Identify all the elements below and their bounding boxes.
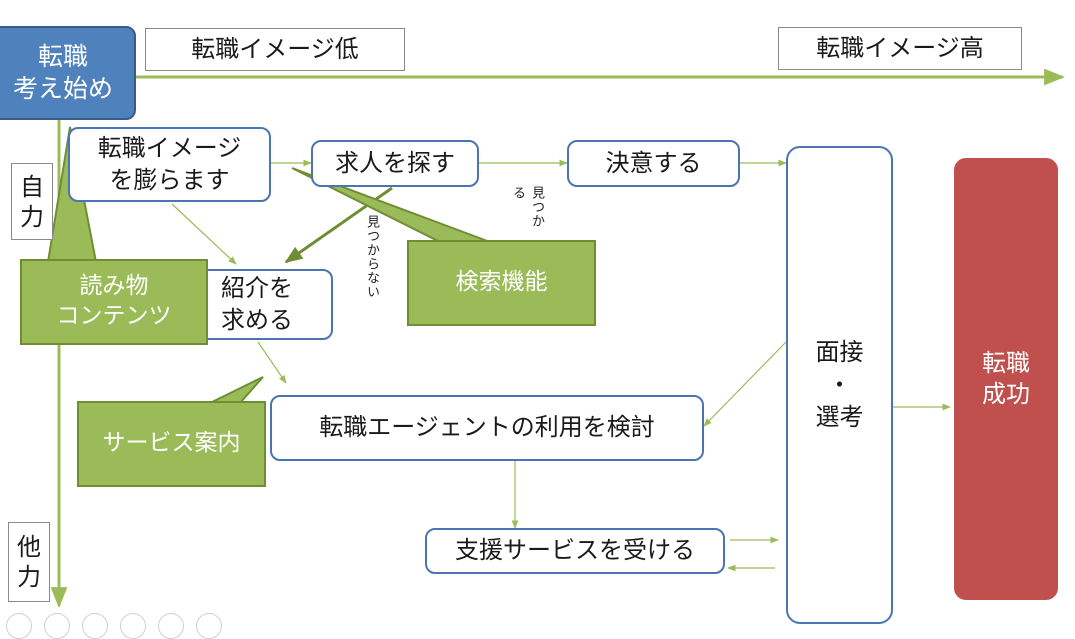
arrow-imagine-referral (171, 203, 237, 265)
step-decide: 決意する (567, 140, 740, 187)
pen-icon[interactable] (82, 613, 108, 639)
step-success: 転職 成功 (954, 158, 1058, 600)
grid-icon[interactable] (120, 613, 146, 639)
branch-label-found: 見つかる (510, 186, 544, 228)
self-power-label: 自 力 (11, 163, 53, 240)
arrow-referral-agent (257, 341, 287, 384)
step-agent: 転職エージェントの利用を検討 (270, 395, 704, 461)
callout-search-feature: 検索機能 (407, 240, 596, 326)
pointer-icon[interactable] (6, 613, 32, 639)
step-imagine: 転職イメージ を膨らます (68, 127, 271, 202)
step-interview: 面接 ・ 選考 (786, 146, 893, 624)
step-support: 支援サービスを受ける (425, 528, 725, 574)
arrow-interview-agent (703, 341, 787, 427)
service-callout-tail (209, 376, 264, 404)
start-node: 転職 考え始め (0, 26, 136, 120)
axis-high-label: 転職イメージ高 (778, 27, 1022, 70)
callout-reading-content: 読み物 コンテンツ (20, 259, 208, 345)
other-power-label: 他 力 (8, 522, 50, 602)
axis-low-label: 転職イメージ低 (145, 28, 405, 71)
play-icon[interactable] (44, 613, 70, 639)
step-referral: 紹介を 求める (178, 269, 333, 340)
callout-service-guide: サービス案内 (77, 401, 266, 487)
step-search: 求人を探す (311, 140, 479, 187)
branch-label-not-found: 見つからない (364, 215, 379, 299)
zoom-icon[interactable] (158, 613, 184, 639)
more-icon[interactable] (196, 613, 222, 639)
